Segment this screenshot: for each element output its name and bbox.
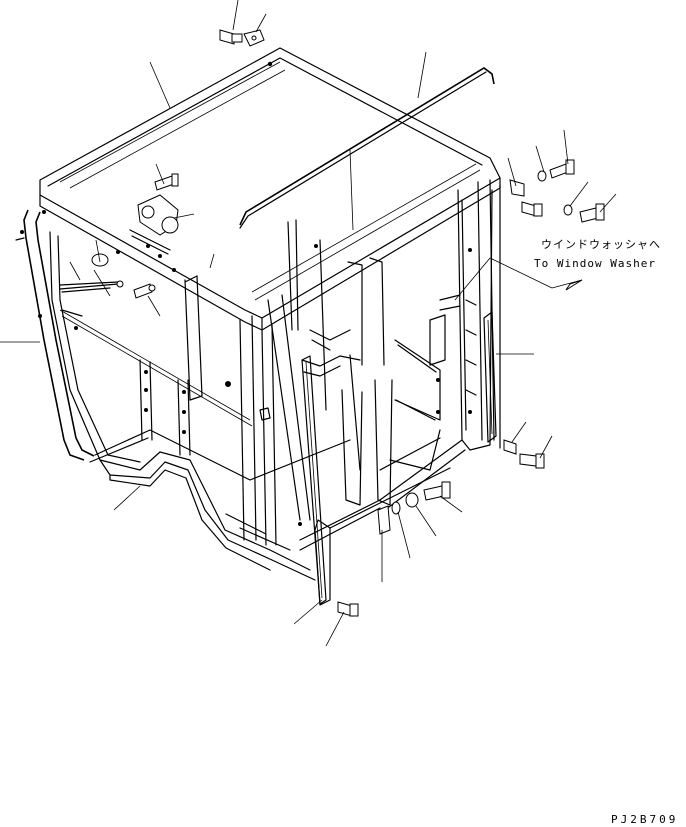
wiper-motor: [129, 194, 179, 255]
bolt-icon: [549, 159, 575, 179]
floor-frame: [89, 429, 451, 606]
bolt-icon: [521, 201, 543, 217]
bolt-icon: [337, 601, 359, 617]
center-seal-strip: [301, 355, 327, 605]
washer-hose-arrow: [454, 257, 583, 301]
bolt-icon: [154, 173, 179, 191]
bolt-icon: [503, 439, 517, 455]
window-washer-label-en: To Window Washer: [534, 257, 656, 270]
roof-rail: [239, 67, 495, 231]
nozzle-icon: [133, 283, 156, 299]
window-washer-label-jp: ウインドウォッシャへ: [541, 238, 661, 251]
left-tube-frame: [15, 209, 95, 461]
right-seal-strip: [483, 311, 497, 443]
right-front-frame: [379, 179, 501, 511]
washer-icon: [563, 204, 573, 216]
drawing-code: PJ2B709: [611, 813, 678, 826]
washer-icon: [391, 501, 401, 515]
bolt-icon: [519, 453, 545, 469]
left-side-frame: [49, 231, 316, 581]
washer-icon: [537, 170, 547, 182]
bolt-icon: [579, 203, 605, 223]
washer-icon: [405, 492, 419, 508]
top-bolt-icon: [219, 29, 243, 45]
wiper-arm: [59, 280, 124, 293]
bracket-icon: [509, 179, 525, 197]
rear-frame: [267, 219, 441, 521]
cab-roof: [39, 47, 501, 331]
fastener-dots: [20, 61, 472, 526]
top-clip-icon: [243, 29, 265, 47]
leader-lines: [0, 0, 617, 647]
bolt-icon: [423, 481, 451, 501]
plate-icon: [377, 505, 391, 535]
